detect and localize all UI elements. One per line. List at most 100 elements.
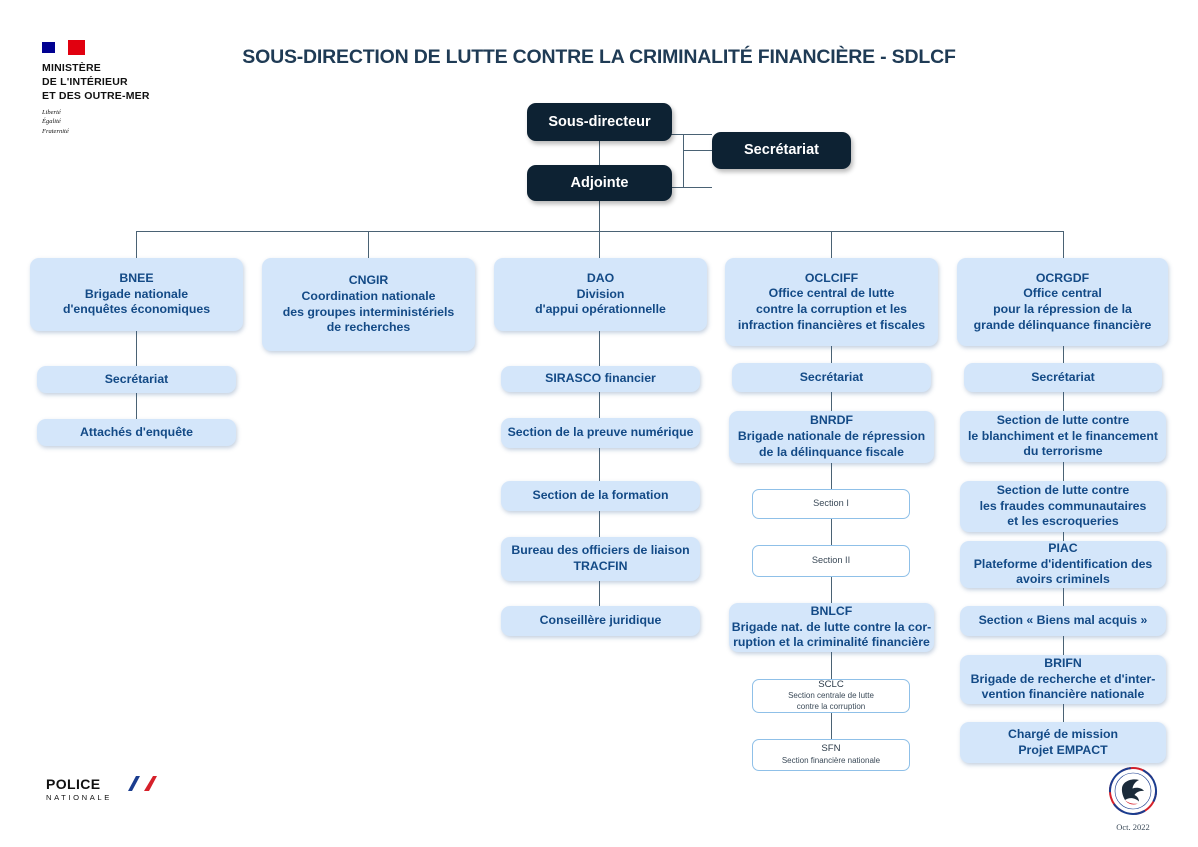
node-dao-conseillere-label: Conseillère juridique bbox=[539, 613, 662, 628]
node-adjointe-label: Adjointe bbox=[570, 174, 629, 191]
ministry-line-3: ET DES OUTRE-MER bbox=[42, 89, 150, 102]
connector-oclciff-4 bbox=[831, 519, 833, 545]
node-dao-sirasco-label: SIRASCO financier bbox=[545, 371, 656, 386]
node-dao-sirasco[interactable]: SIRASCO financier bbox=[501, 366, 700, 392]
police-flash-icon bbox=[128, 776, 157, 791]
connector-oclciff-5 bbox=[831, 577, 833, 603]
police-sub: NATIONALE bbox=[46, 793, 112, 802]
node-dao-formation-label: Section de la formation bbox=[532, 488, 669, 503]
connector-sd-adjointe bbox=[599, 141, 601, 165]
connector-oclciff-3 bbox=[831, 463, 833, 489]
node-bnee-attaches-label: Attachés d'enquête bbox=[80, 424, 193, 439]
node-bnrdf-section-2-label: Section II bbox=[811, 555, 851, 566]
node-secretariat-direction[interactable]: Secrétariat bbox=[712, 132, 851, 169]
connector-bnee-1 bbox=[136, 331, 138, 366]
node-dao-formation[interactable]: Section de la formation bbox=[501, 481, 700, 511]
node-bnrdf-section-1[interactable]: Section I bbox=[752, 489, 910, 519]
connector-ocrgdf-5 bbox=[1063, 588, 1065, 606]
node-biens-mal-acquis-label: Section « Biens mal acquis » bbox=[978, 613, 1148, 628]
node-sfn-sub: Section financière nationale bbox=[781, 755, 881, 765]
document-date: Oct. 2022 bbox=[1116, 822, 1150, 832]
connector-dao-5 bbox=[599, 581, 601, 606]
node-dao-preuve-numerique[interactable]: Section de la preuve numérique bbox=[501, 418, 700, 448]
node-brifn[interactable]: BRIFN Brigade de recherche et d'inter-ve… bbox=[960, 655, 1166, 704]
node-sous-directeur-label: Sous-directeur bbox=[548, 113, 651, 130]
connector-dao-1 bbox=[599, 331, 601, 366]
node-sfn[interactable]: SFN Section financière nationale bbox=[752, 739, 910, 771]
node-oclciff-secretariat[interactable]: Secrétariat bbox=[732, 363, 931, 392]
node-adjointe[interactable]: Adjointe bbox=[527, 165, 672, 201]
node-bnee-secretariat-label: Secrétariat bbox=[104, 371, 169, 386]
motto-fraternite: Fraternité bbox=[42, 127, 69, 135]
connector-ocrgdf-6 bbox=[1063, 636, 1065, 655]
connector-oclciff-2 bbox=[831, 392, 833, 411]
motto-liberte: Liberté bbox=[42, 108, 61, 116]
node-brifn-sub: Brigade de recherche et d'inter-vention … bbox=[970, 671, 1156, 702]
node-bnee-attaches[interactable]: Attachés d'enquête bbox=[37, 419, 236, 446]
node-oclciff-head: OCLCIFF bbox=[804, 270, 859, 285]
connector-drop-cngir bbox=[368, 231, 370, 258]
police-word: POLICE bbox=[46, 776, 101, 792]
node-brifn-head: BRIFN bbox=[1044, 655, 1082, 670]
connector-dao-2 bbox=[599, 392, 601, 418]
connector-sd-sec-h bbox=[671, 134, 712, 136]
node-secretariat-direction-label: Secrétariat bbox=[744, 142, 819, 159]
node-dao-head: DAO bbox=[586, 270, 615, 285]
node-bnlcf[interactable]: BNLCF Brigade nat. de lutte contre la co… bbox=[729, 603, 934, 652]
connector-ocrgdf-2 bbox=[1063, 392, 1065, 411]
node-ocrgdf-secretariat-label: Secrétariat bbox=[1031, 369, 1095, 384]
ministry-line-1: MINISTÈRE bbox=[42, 62, 101, 74]
node-dao-preuve-numerique-label: Section de la preuve numérique bbox=[507, 425, 694, 440]
french-flag-icon bbox=[42, 40, 85, 55]
connector-adj-sec-h bbox=[671, 187, 712, 189]
connector-dao-3 bbox=[599, 448, 601, 481]
connector-bnee-2 bbox=[136, 393, 138, 419]
node-bnee-secretariat[interactable]: Secrétariat bbox=[37, 366, 236, 393]
node-sous-directeur[interactable]: Sous-directeur bbox=[527, 103, 672, 141]
ministry-line-2: DE L'INTÉRIEUR bbox=[42, 75, 128, 88]
node-bnrdf-section-1-label: Section I bbox=[813, 498, 849, 509]
connector-drop-bnee bbox=[136, 231, 138, 258]
node-bnrdf-section-2[interactable]: Section II bbox=[752, 545, 910, 577]
connector-drop-oclciff bbox=[831, 231, 833, 258]
node-bnlcf-sub: Brigade nat. de lutte contre la cor-rupt… bbox=[731, 619, 932, 650]
connector-oclciff-7 bbox=[831, 713, 833, 739]
node-bnrdf-head: BNRDF bbox=[809, 413, 854, 428]
connector-oclciff-1 bbox=[831, 346, 833, 363]
police-nationale-logo: POLICE NATIONALE bbox=[46, 776, 166, 802]
node-ocrgdf-secretariat[interactable]: Secrétariat bbox=[964, 363, 1162, 392]
connector-sec-bracket-v bbox=[683, 134, 685, 188]
connector-adjointe-bus bbox=[599, 201, 601, 231]
node-dao-conseillere[interactable]: Conseillère juridique bbox=[501, 606, 700, 636]
node-sclc-head: SCLC bbox=[818, 679, 844, 691]
node-biens-mal-acquis[interactable]: Section « Biens mal acquis » bbox=[960, 606, 1166, 636]
police-nationale-emblem-icon bbox=[1109, 767, 1157, 815]
connector-ocrgdf-7 bbox=[1063, 704, 1065, 722]
ministry-logo: MINISTÈRE DE L'INTÉRIEUR ET DES OUTRE-ME… bbox=[42, 40, 182, 136]
connector-ocrgdf-4 bbox=[1063, 532, 1065, 541]
node-piac-head: PIAC bbox=[1048, 540, 1078, 555]
connector-dao-4 bbox=[599, 511, 601, 537]
